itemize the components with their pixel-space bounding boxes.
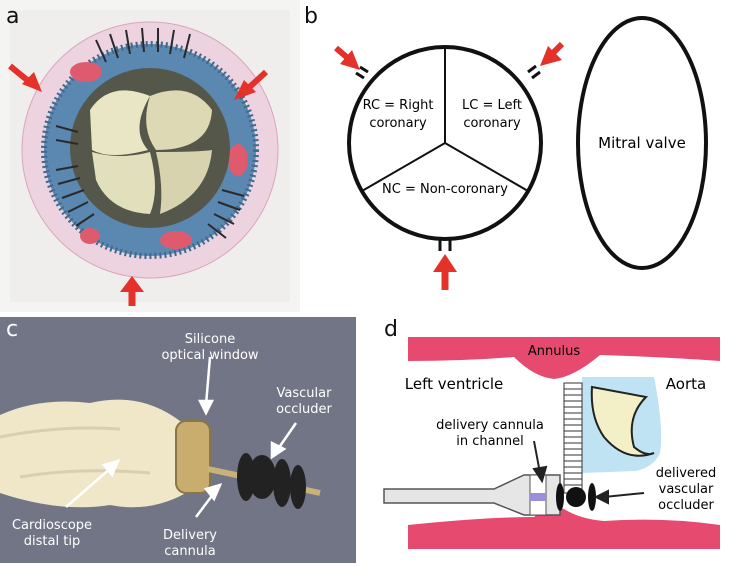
cardioscope-photo: Silicone optical window Vascular occlude… (0, 317, 356, 563)
sector-lc-label: LC = Left (462, 98, 522, 113)
label-channel-2: in channel (456, 434, 523, 449)
panel-b: RC = Right coronary LC = Left coronary N… (300, 0, 729, 312)
label-delivered-2: vascular (659, 482, 714, 497)
arrow-bottom (120, 276, 144, 306)
label-channel-1: delivery cannula (436, 418, 544, 433)
label-occluder-2: occluder (276, 402, 332, 417)
suture-marks (55, 27, 245, 239)
label-left-ventricle: Left ventricle (405, 375, 503, 393)
panel-c-label: c (6, 317, 19, 342)
sector-rc-label-2: coronary (369, 116, 427, 131)
annulus-wall (563, 382, 583, 494)
vascular-occluder (237, 453, 306, 509)
arrow-rc (334, 45, 360, 70)
panel-a-label: a (6, 4, 20, 29)
label-delivered-1: delivered (656, 466, 716, 481)
panel-d: Annulus Left ventricle Aorta delivery ca… (364, 317, 729, 563)
label-tip-1: Cardioscope (12, 518, 92, 533)
arrow-nc (433, 254, 457, 290)
tissue-bottom (408, 508, 720, 549)
label-delivered-3: occluder (658, 498, 714, 513)
mitral-valve-ellipse (576, 16, 708, 270)
valve-schematic: RC = Right coronary LC = Left coronary N… (334, 16, 708, 290)
sector-rc-label: RC = Right (363, 98, 434, 113)
label-cannula-2: cannula (164, 544, 215, 559)
sector-lc-label-2: coronary (463, 116, 521, 131)
label-occluder-1: Vascular (277, 386, 333, 401)
arrow-right (234, 69, 269, 100)
delivery-cannula-schematic (530, 493, 546, 501)
arrow-lc (540, 41, 565, 66)
panel-a: a (0, 0, 300, 312)
label-window-1: Silicone (185, 332, 235, 347)
occluder-schematic (556, 483, 596, 511)
label-window-2: optical window (161, 348, 258, 363)
delivery-schematic: Annulus Left ventricle Aorta delivery ca… (383, 337, 720, 549)
aortic-leaflet (590, 385, 655, 457)
label-annulus: Annulus (528, 344, 580, 359)
cardioscope-body (0, 399, 210, 508)
panel-b-label: b (304, 4, 318, 29)
label-aorta: Aorta (666, 375, 706, 393)
panel-d-label: d (384, 317, 398, 342)
label-cannula-1: Delivery (163, 528, 217, 543)
sector-nc-label: NC = Non-coronary (382, 182, 508, 197)
panel-c: Silicone optical window Vascular occlude… (0, 317, 356, 563)
valve-photo (0, 0, 300, 312)
arrow-left (8, 63, 42, 92)
label-tip-2: distal tip (24, 534, 80, 549)
tissue-top (408, 337, 720, 379)
mitral-valve-label: Mitral valve (598, 134, 686, 152)
cardioscope-schematic (383, 474, 561, 516)
optical-window (175, 420, 211, 494)
